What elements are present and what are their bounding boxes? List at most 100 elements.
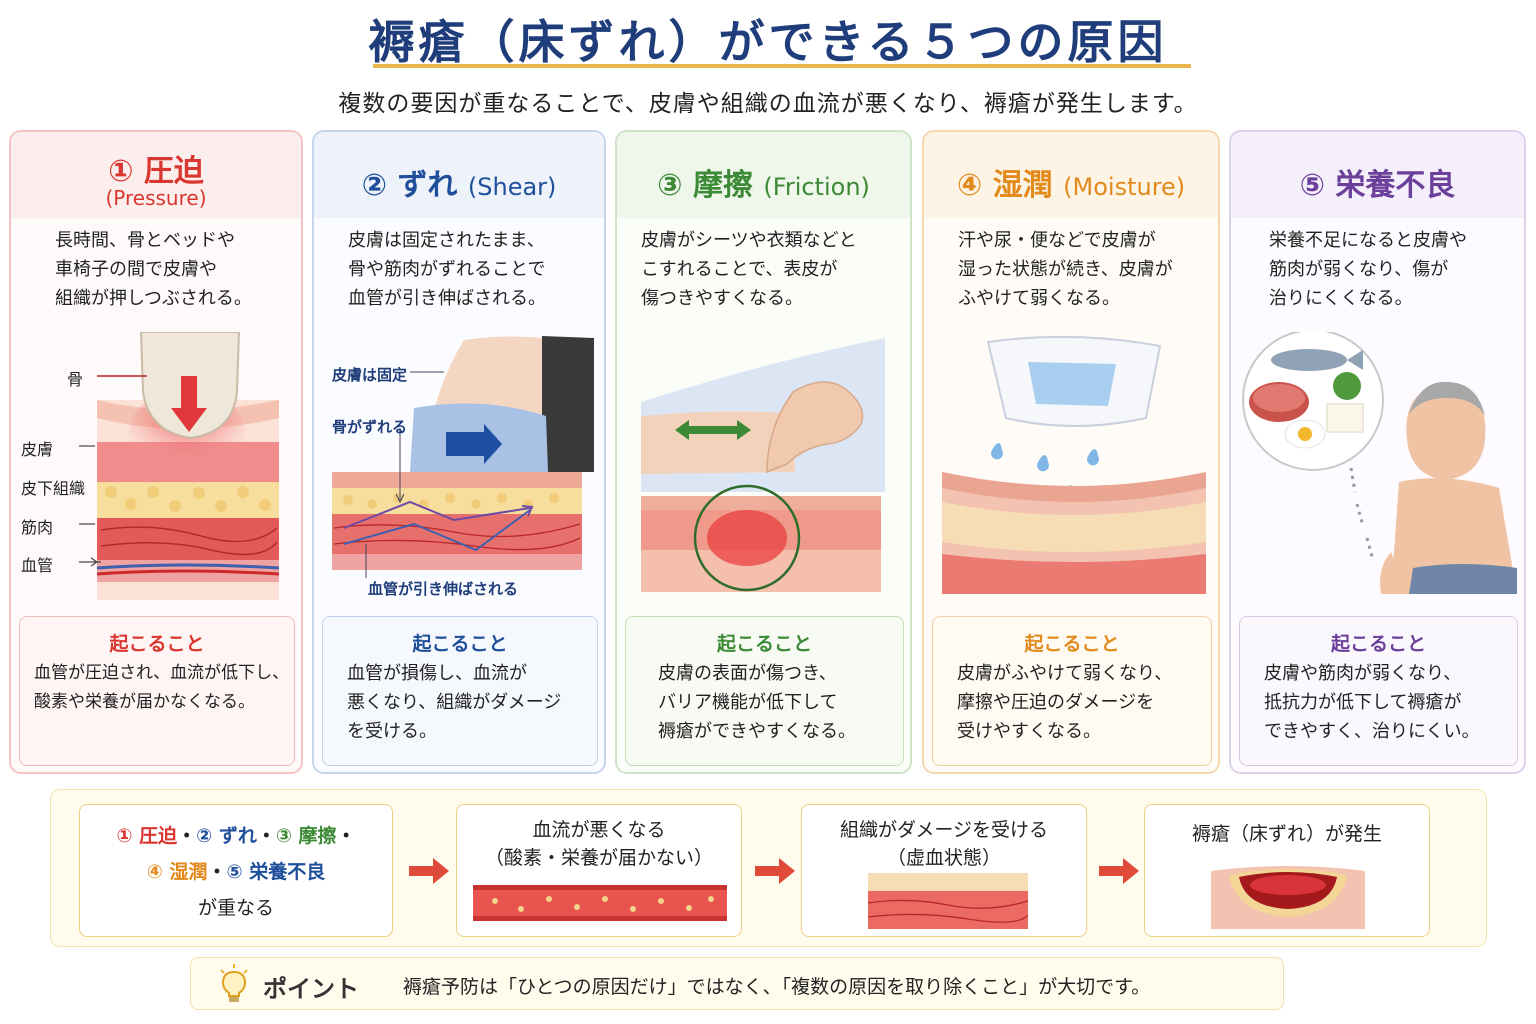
cause-flow: ① 圧迫・② ずれ・③ 摩擦・ ④ 湿潤・⑤ 栄養不良 が重なる 血流が悪くなる… — [50, 789, 1487, 947]
result-box: 起こること 血管が損傷し、血流が 悪くなり、組織がダメージ を受ける。 — [322, 616, 598, 766]
label-vessel-stretched: 血管が引き伸ばされる — [368, 580, 519, 598]
card-title: ④ 湿潤 (Moisture) — [924, 160, 1218, 204]
result-text: 皮膚や筋肉が弱くなり、 抵抗力が低下して褥瘡が できやすく、治りにくい。 — [1264, 663, 1480, 742]
card-number: ⑤ — [1299, 168, 1325, 203]
title-underline — [373, 64, 1191, 68]
card-number: ④ — [956, 168, 983, 203]
skin-layers-pressure-illustration — [79, 331, 280, 600]
card-name-en: (Moisture) — [1063, 173, 1186, 201]
flow-cause-pressure: ① 圧迫 — [116, 825, 178, 847]
card-title: ⑤ 栄養不良 — [1231, 160, 1524, 204]
result-text: 血管が損傷し、血流が 悪くなり、組織がダメージ を受ける。 — [347, 663, 562, 742]
pressure-illustration: 骨 皮膚 皮下組織 筋肉 血管 — [11, 331, 301, 602]
flow-cause-moisture: ④ 湿潤 — [146, 861, 208, 883]
page-subtitle: 複数の要因が重なることで、皮膚や組織の血流が悪くなり、褥瘡が発生します。 — [338, 91, 1198, 117]
page-title: 褥瘡（床ずれ）ができる５つの原因 — [368, 15, 1168, 69]
card-description: 汗や尿・便などで皮膚が 湿った状態が続き、皮膚が ふやけて弱くなる。 — [958, 230, 1173, 309]
result-text: 皮膚の表面が傷つき、 バリア機能が低下して 褥瘡ができやすくなる。 — [658, 663, 856, 742]
card-name-en: (Shear) — [467, 173, 557, 201]
separator: ・ — [177, 825, 197, 847]
flow-step-tissue-damage: 組織がダメージを受ける （虚血状態） — [801, 804, 1087, 937]
result-box: 起こること 血管が圧迫され、血流が低下し、 酸素や栄養が届かなくなる。 — [19, 616, 295, 766]
moisture-illustration — [924, 332, 1218, 602]
result-text: 皮膚がふやけて弱くなり、 摩擦や圧迫のダメージを 受けやすくなる。 — [957, 663, 1173, 742]
point-label: ポイント — [263, 975, 359, 1003]
friction-illustration — [617, 332, 910, 602]
point-note: ポイント 褥瘡予防は「ひとつの原因だけ」ではなく、「複数の原因を取り除くこと」が… — [190, 957, 1284, 1010]
card-name: ずれ — [397, 168, 458, 203]
card-number: ② — [361, 168, 387, 203]
nutrition-illustration — [1231, 329, 1524, 602]
card-name: 栄養不良 — [1335, 168, 1456, 203]
card-description: 皮膚がシーツや衣類などと こすれることで、表皮が 傷つきやすくなる。 — [641, 230, 857, 309]
card-header: ② ずれ (Shear) — [314, 132, 604, 218]
card-description: 栄養不足になると皮膚や 筋肉が弱くなり、傷が 治りにくくなる。 — [1269, 230, 1467, 309]
malnutrition-illustration — [1242, 329, 1517, 594]
flow-step-causes: ① 圧迫・② ずれ・③ 摩擦・ ④ 湿潤・⑤ 栄養不良 が重なる — [79, 804, 393, 937]
separator: ・ — [336, 825, 356, 847]
flow-step-pressure-ulcer: 褥瘡（床ずれ）が発生 — [1144, 804, 1430, 937]
flow-cause-friction: ③ 摩擦 — [275, 825, 337, 847]
result-text: 血管が圧迫され、血流が低下し、 酸素や栄養が届かなくなる。 — [34, 663, 290, 712]
separator: ・ — [207, 861, 227, 883]
card-title-en: (Pressure) — [105, 186, 207, 210]
result-title: 起こること — [1024, 633, 1120, 655]
flow-step3-line2: （虚血状態） — [886, 847, 1001, 869]
flow-step-blood-flow: 血流が悪くなる （酸素・栄養が届かない） — [456, 804, 742, 937]
card-header: ④ 湿潤 (Moisture) — [924, 132, 1218, 218]
card-pressure: ① 圧迫 (Pressure) 長時間、骨とベッドや 車椅子の間で皮膚や 組織が… — [9, 130, 303, 774]
label-blood-vessel: 血管 — [21, 556, 54, 575]
card-description: 長時間、骨とベッドや 車椅子の間で皮膚や 組織が押しつぶされる。 — [55, 230, 252, 309]
card-moisture: ④ 湿潤 (Moisture) 汗や尿・便などで皮膚が 湿った状態が続き、皮膚が… — [922, 130, 1220, 774]
flow-step4-line1: 褥瘡（床ずれ）が発生 — [1191, 823, 1382, 845]
card-title: ② ずれ (Shear) — [314, 160, 604, 204]
result-title: 起こること — [716, 633, 812, 655]
label-muscle: 筋肉 — [21, 518, 54, 537]
card-number: ③ — [657, 168, 683, 203]
card-description: 皮膚は固定されたまま、 骨や筋肉がずれることで 血管が引き伸ばされる。 — [348, 230, 546, 309]
result-box: 起こること 皮膚の表面が傷つき、 バリア機能が低下して 褥瘡ができやすくなる。 — [625, 616, 904, 766]
card-header: ③ 摩擦 (Friction) — [617, 132, 910, 218]
ischemic-tissue-illustration — [868, 873, 1028, 929]
flow-cause-nutrition: ⑤ 栄養不良 — [226, 861, 326, 883]
flow-causes-line3: が重なる — [197, 897, 274, 919]
arrow-right-icon — [1099, 858, 1139, 884]
card-header: ⑤ 栄養不良 — [1231, 132, 1524, 218]
label-bone: 骨 — [67, 370, 84, 389]
card-shear: ② ずれ (Shear) 皮膚は固定されたまま、 骨や筋肉がずれることで 血管が… — [312, 130, 606, 774]
pressure-ulcer-illustration — [1211, 866, 1365, 929]
flow-causes-line2: ④ 湿潤・⑤ 栄養不良 — [80, 857, 392, 887]
flow-causes-line1: ① 圧迫・② ずれ・③ 摩擦・ — [80, 821, 392, 851]
card-name: 湿潤 — [992, 168, 1053, 203]
flow-step2-line2: （酸素・栄養が届かない） — [484, 847, 713, 869]
card-title: ③ 摩擦 (Friction) — [617, 160, 910, 204]
card-name: 摩擦 — [692, 168, 753, 203]
point-text: 褥瘡予防は「ひとつの原因だけ」ではなく、「複数の原因を取り除くこと」が大切です。 — [403, 976, 1151, 998]
card-title: ① 圧迫 — [11, 146, 301, 190]
friction-skin-illustration — [641, 338, 885, 592]
card-header: ① 圧迫 (Pressure) — [11, 132, 301, 218]
card-name: 圧迫 — [143, 154, 204, 189]
label-subcutaneous: 皮下組織 — [21, 479, 86, 498]
result-box: 起こること 皮膚や筋肉が弱くなり、 抵抗力が低下して褥瘡が できやすく、治りにく… — [1239, 616, 1518, 766]
card-number: ① — [108, 154, 134, 189]
flow-cause-shear: ② ずれ — [196, 825, 257, 847]
label-skin-fixed: 皮膚は固定 — [332, 366, 408, 384]
card-friction: ③ 摩擦 (Friction) 皮膚がシーツや衣類などと こすれることで、表皮が… — [615, 130, 912, 774]
blood-vessel-illustration — [473, 885, 727, 921]
moisture-skin-illustration — [942, 335, 1206, 594]
lightbulb-icon — [220, 964, 248, 1002]
label-bone-shifts: 骨がずれる — [332, 418, 408, 436]
flow-step2-line1: 血流が悪くなる — [532, 819, 666, 841]
flow-step3-line1: 組織がダメージを受ける — [839, 819, 1049, 841]
shear-illustration: 皮膚は固定 骨がずれる 血管が引き伸ばされる — [314, 332, 604, 602]
result-title: 起こること — [412, 633, 508, 655]
shear-skin-illustration — [332, 336, 594, 578]
separator: ・ — [256, 825, 276, 847]
card-nutrition: ⑤ 栄養不良 栄養不足になると皮膚や 筋肉が弱くなり、傷が 治りにくくなる。 起… — [1229, 130, 1526, 774]
result-title: 起こること — [1330, 633, 1426, 655]
arrow-right-icon — [409, 858, 449, 884]
arrow-right-icon — [755, 858, 795, 884]
label-skin: 皮膚 — [21, 440, 54, 459]
result-title: 起こること — [109, 633, 205, 655]
